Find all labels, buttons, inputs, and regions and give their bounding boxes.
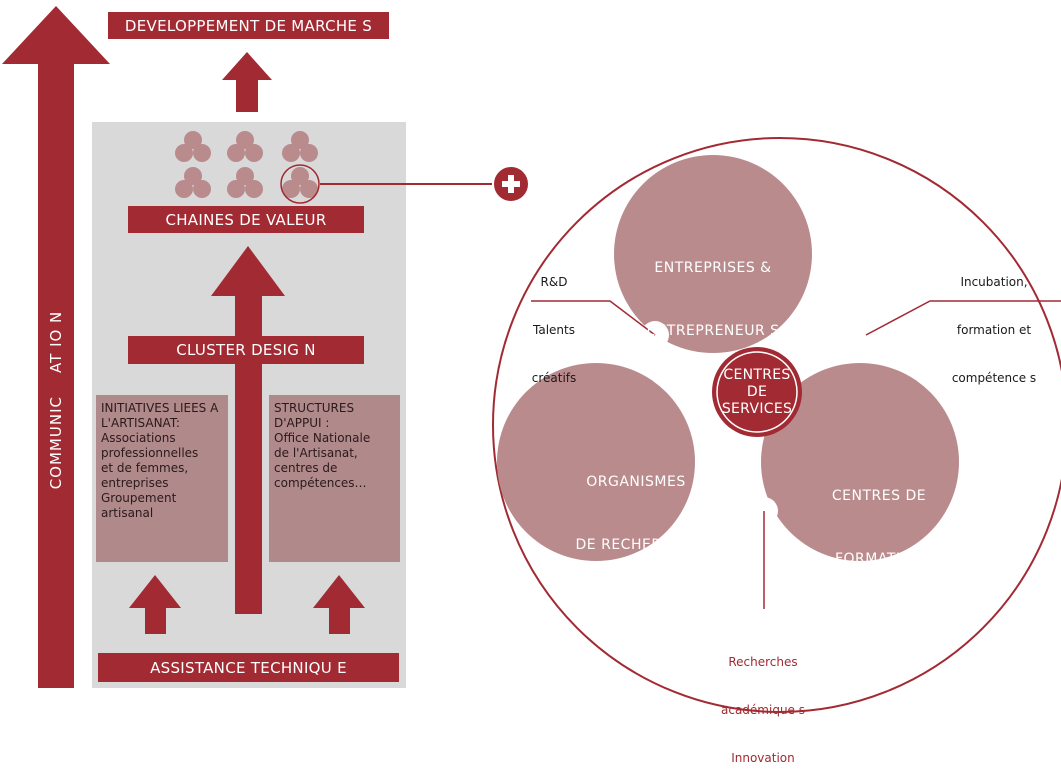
venn-top-circle: [614, 155, 812, 353]
communication-label: COMMUNIC AT IO N: [47, 310, 65, 490]
up-arrow-market: [222, 52, 272, 112]
note-academic-research: Recherches académique s Innovation: [721, 655, 805, 765]
up-arrow-central: [211, 246, 285, 614]
market-development-banner: DEVELOPPEMENT DE MARCHE S: [108, 12, 389, 39]
venn-right-circle: [761, 363, 959, 561]
note-rd-talents: R&D Talents créatifs: [531, 275, 577, 385]
triad-icon: [227, 131, 263, 162]
callout-right-line: [865, 300, 1061, 336]
venn-right-label: CENTRES DE FORMATION PROFESSIONELLE: [814, 488, 944, 630]
value-chains-banner: CHAINES DE VALEUR: [128, 206, 364, 233]
diagram-shapes: [2, 6, 1061, 713]
communication-arrow: [2, 6, 110, 688]
callout-left-line: [531, 300, 656, 336]
up-arrow-right-small: [313, 575, 365, 634]
value-chain-icons: [175, 131, 318, 198]
venn-left-circle: [497, 363, 695, 561]
triad-icon: [227, 167, 263, 198]
initiatives-box: INITIATIVES LIEES A L'ARTISANAT: Associa…: [96, 395, 228, 562]
triad-icon: [282, 131, 318, 162]
up-arrow-left-small: [129, 575, 181, 634]
cluster-design-banner: CLUSTER DESIG N: [128, 336, 364, 364]
support-structures-box: STRUCTURES D'APPUI : Office Nationale de…: [269, 395, 400, 562]
triad-icon: [175, 131, 211, 162]
venn-top-label: ENTREPRISES & ENTREPRENEUR S: [646, 260, 780, 339]
triad-icon: [282, 167, 318, 198]
note-incubation: Incubation, formation et compétence s: [951, 275, 1037, 385]
technical-assistance-banner: ASSISTANCE TECHNIQU E: [98, 653, 399, 682]
services-badge: [712, 347, 802, 437]
triad-highlight-ring: [280, 164, 320, 204]
venn-left-label: ORGANISMES DE RECHERCHE, UNIVERSITES,: [575, 474, 697, 616]
services-label: CENTRES DE SERVICES: [721, 367, 793, 417]
triad-icon: [175, 167, 211, 198]
